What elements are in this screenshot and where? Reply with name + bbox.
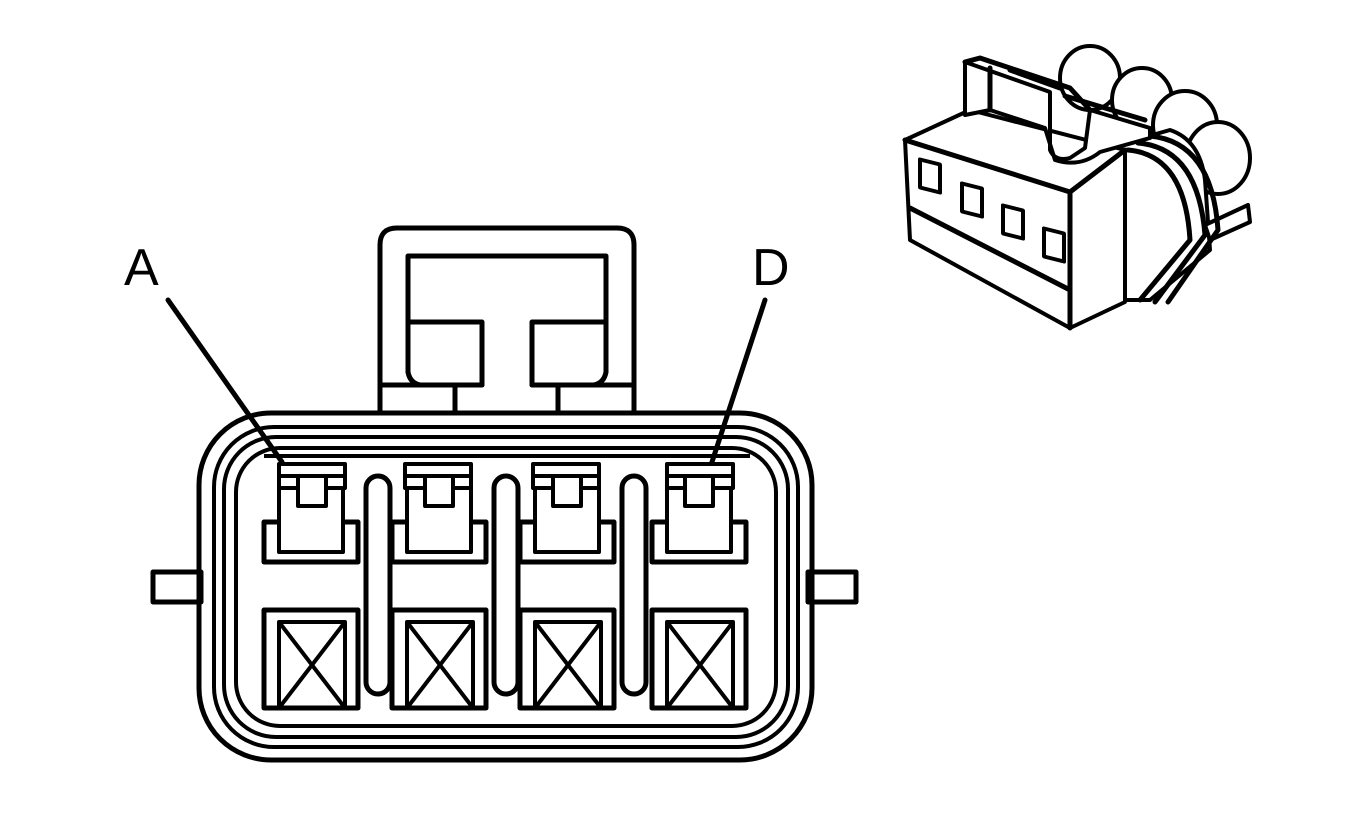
cavity-d bbox=[649, 607, 749, 711]
separator-slot-1 bbox=[363, 473, 393, 697]
cavity-c bbox=[517, 607, 617, 711]
terminal-latch-b bbox=[389, 462, 489, 565]
locking-tab bbox=[377, 225, 637, 416]
housing-ring-3 bbox=[222, 435, 790, 739]
housing-ring-2 bbox=[212, 425, 800, 749]
left-ear bbox=[150, 569, 204, 605]
right-ear bbox=[805, 569, 859, 605]
cavity-b bbox=[389, 607, 489, 711]
housing-ring-4 bbox=[234, 446, 778, 728]
terminal-latch-d bbox=[649, 462, 749, 565]
pin-label-d: D bbox=[752, 239, 790, 297]
housing-outer bbox=[196, 410, 815, 763]
cavity-a bbox=[261, 607, 361, 711]
connector-face-view: A D bbox=[124, 225, 859, 763]
terminal-latch-a bbox=[261, 462, 361, 565]
leader-line-a bbox=[165, 297, 285, 465]
separator-slot-3 bbox=[619, 473, 649, 697]
connector-isometric-view bbox=[902, 44, 1252, 331]
terminal-latch-c bbox=[517, 462, 617, 565]
separator-slot-2 bbox=[491, 473, 521, 697]
leader-line-d bbox=[709, 297, 768, 465]
pin-label-a: A bbox=[124, 239, 159, 297]
